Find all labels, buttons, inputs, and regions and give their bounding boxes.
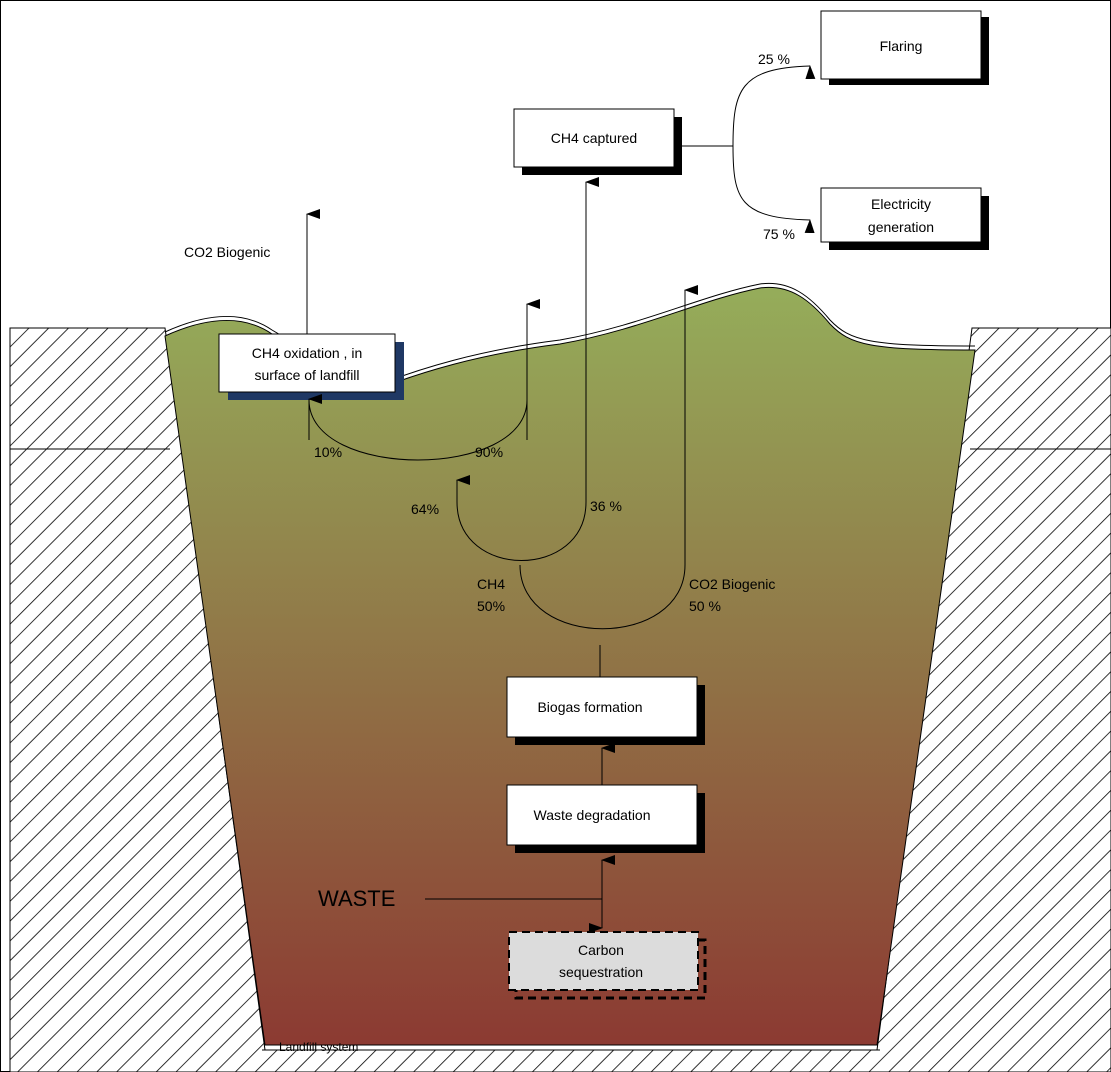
ch4-captured-label: CH4 captured [551,130,637,146]
connectors [306,65,816,933]
carbon-sequestration-node: Carbon sequestration [508,931,707,1000]
electricity-label-1: Electricity [871,196,931,212]
ch4-oxidation-label-2: surface of landfill [254,367,359,383]
landfill-body [164,286,976,1046]
flaring-node: Flaring [820,10,989,85]
ch4-oxidation-node: CH4 oxidation , in surface of landfill [218,333,404,400]
ch4-oxidation-label-1: CH4 oxidation , in [252,345,363,361]
ch4-captured-node: CH4 captured [513,108,682,175]
oxidation-split-curve [308,399,528,461]
biogas-formation-node: Biogas formation [506,676,705,745]
waste-degradation-label: Waste degradation [534,807,651,823]
carbon-label-2: sequestration [559,964,643,980]
biogas-formation-label: Biogas formation [537,699,642,715]
carbon-label-1: Carbon [578,942,624,958]
landfill-surface-line [164,282,976,389]
flaring-branch-arrow [732,65,816,147]
biogas-split-curve [519,564,686,630]
electricity-node: Electricity generation [820,187,989,250]
flaring-label: Flaring [880,38,923,54]
electricity-label-2: generation [868,219,934,235]
ch4-split-curve [456,501,587,561]
electricity-branch-arrow [732,145,815,234]
waste-degradation-node: Waste degradation [506,784,705,853]
